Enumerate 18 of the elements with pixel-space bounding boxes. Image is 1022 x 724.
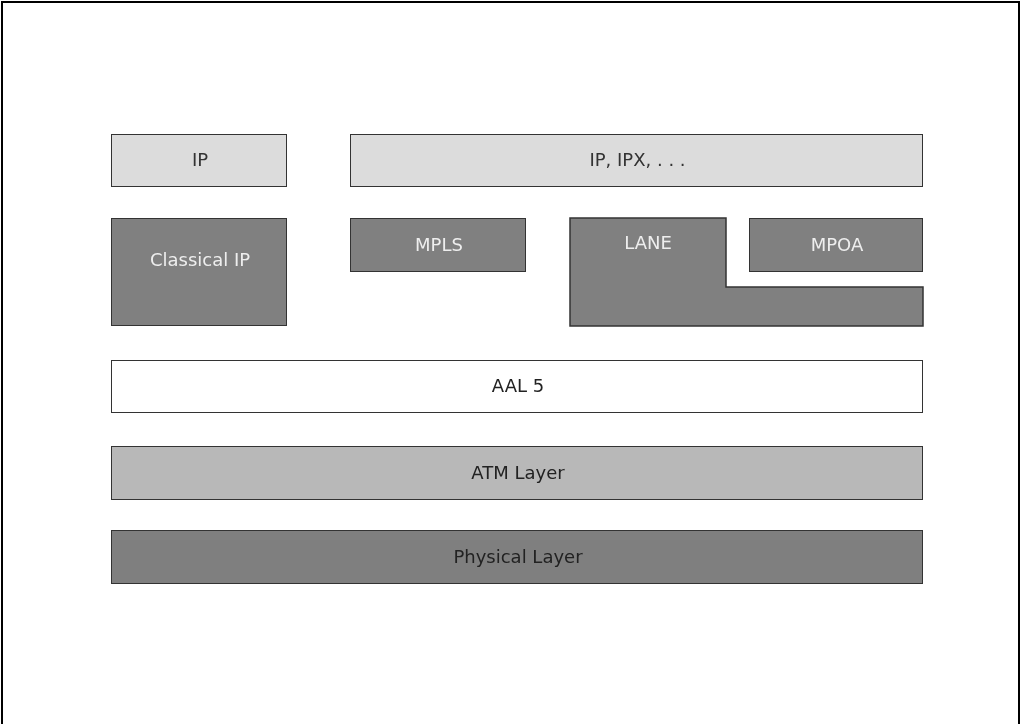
layer-box <box>111 446 923 500</box>
protocol-box <box>111 218 287 326</box>
protocol-box <box>350 218 526 272</box>
protocol-shape <box>570 218 923 326</box>
layer-box <box>350 134 923 187</box>
layer-label: IP, IPX, . . . <box>588 149 687 170</box>
layer-box <box>111 360 923 413</box>
layer-label: IP <box>190 149 210 170</box>
layer-box <box>111 134 287 187</box>
protocol-box <box>749 218 923 272</box>
layer-label: LANE <box>623 232 673 253</box>
layer-label: MPLS <box>414 233 464 255</box>
layer-label: Classical IP <box>148 249 252 270</box>
layer-label: ATM Layer <box>470 461 566 483</box>
layer-label: MPOA <box>809 233 865 255</box>
layer-label: Physical Layer <box>452 545 584 567</box>
layer-label: AAL 5 <box>490 375 546 396</box>
layer-box <box>111 530 923 584</box>
